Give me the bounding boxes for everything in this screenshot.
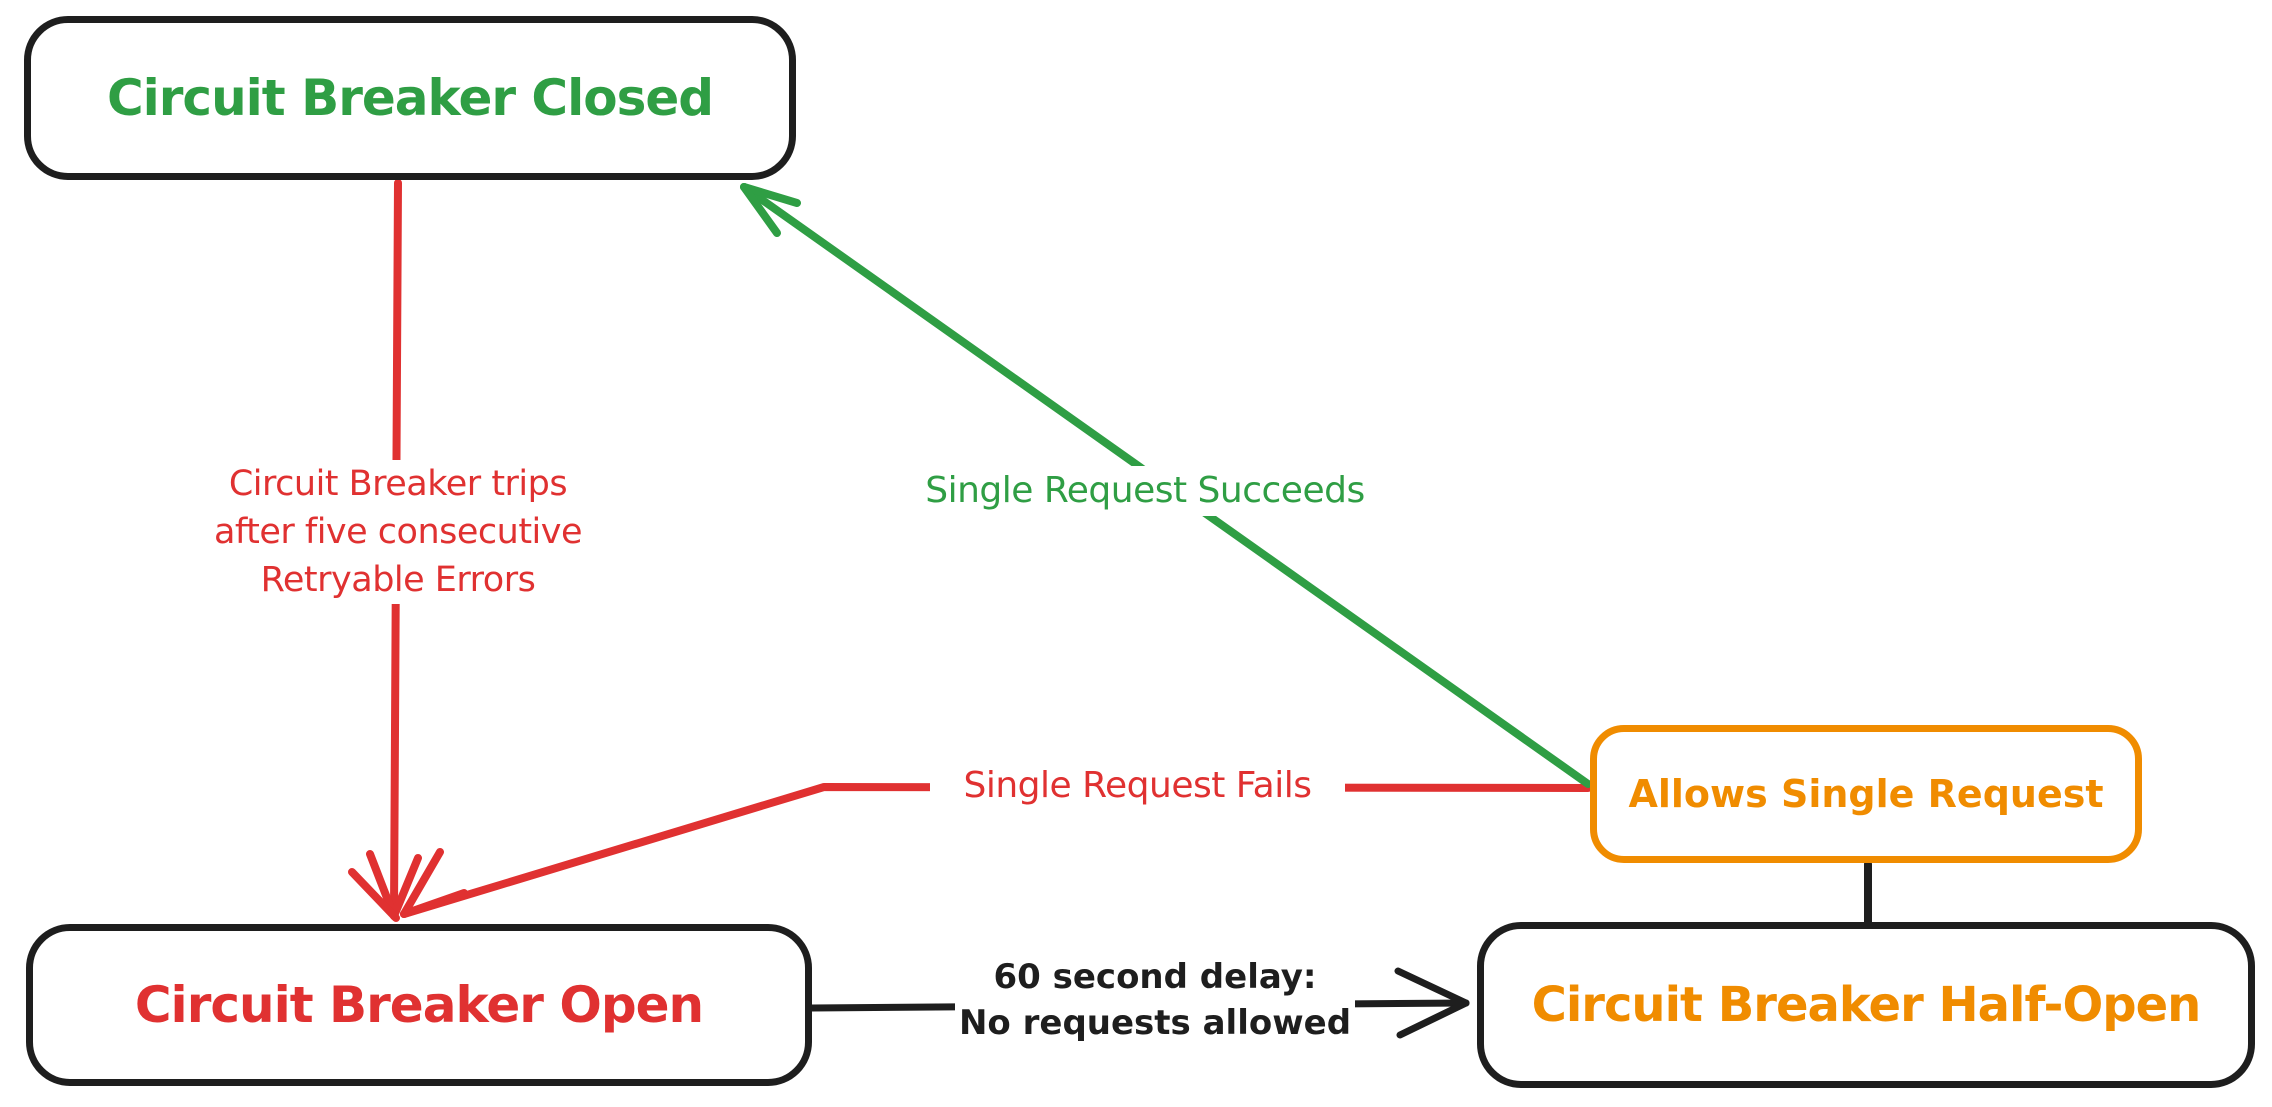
edge-label-single-request-succeeds: Single Request Succeeds xyxy=(905,466,1385,516)
node-circuit-breaker-closed: Circuit Breaker Closed xyxy=(24,16,796,180)
node-circuit-breaker-half-open: Circuit Breaker Half-Open xyxy=(1477,922,2255,1088)
node-half-open-label: Circuit Breaker Half-Open xyxy=(1531,977,2202,1033)
node-allows-single-request-label: Allows Single Request xyxy=(1628,772,2104,816)
edge-label-single-request-fails: Single Request Fails xyxy=(930,760,1345,812)
edge-label-60-second-delay: 60 second delay: No requests allowed xyxy=(955,954,1355,1046)
node-open-label: Circuit Breaker Open xyxy=(134,976,704,1034)
node-closed-label: Circuit Breaker Closed xyxy=(106,69,714,127)
node-allows-single-request: Allows Single Request xyxy=(1590,725,2142,863)
node-circuit-breaker-open: Circuit Breaker Open xyxy=(26,924,812,1086)
edge-label-trip: Circuit Breaker trips after five consecu… xyxy=(178,460,618,604)
